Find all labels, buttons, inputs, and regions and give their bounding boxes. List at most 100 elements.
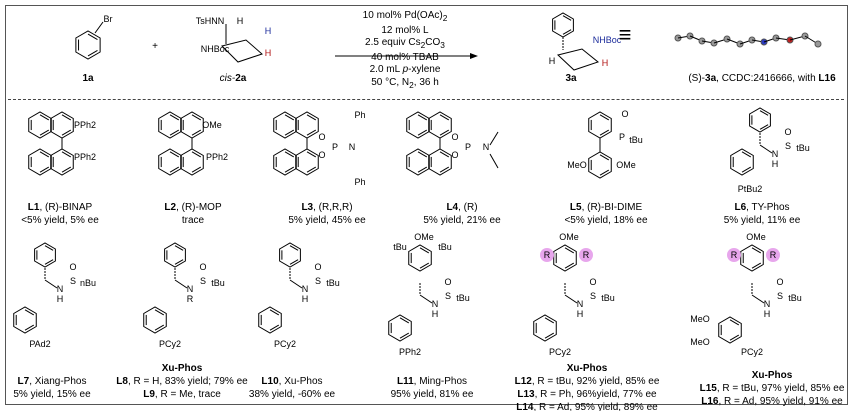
ring-double-bond bbox=[599, 154, 610, 161]
ring-double-bond bbox=[599, 169, 610, 176]
ring-double-bond bbox=[439, 114, 450, 121]
ring-double-bond bbox=[61, 166, 72, 173]
benzene-ring bbox=[588, 151, 612, 179]
substrate-2a-label: cis-2a bbox=[219, 73, 247, 84]
ring-double-bond bbox=[169, 166, 180, 173]
isopropyl-bond bbox=[489, 131, 499, 146]
naphthalene-ring bbox=[180, 148, 204, 176]
phosphine-label: PCy2 bbox=[549, 347, 571, 357]
alkyl-label: tBu bbox=[456, 293, 470, 303]
nh-label: R bbox=[187, 294, 194, 304]
crystal-structure bbox=[674, 32, 822, 48]
tbu-label: tBu bbox=[438, 242, 452, 252]
naphthalene-ring bbox=[158, 148, 182, 176]
n-label: N bbox=[577, 299, 584, 309]
ring-double-bond bbox=[306, 166, 317, 173]
ring-double-bond bbox=[61, 151, 72, 158]
phosphine-label: PCy2 bbox=[274, 339, 296, 349]
ome-label: OMe bbox=[202, 120, 222, 130]
o-label: O bbox=[314, 262, 321, 272]
alkyl-label: tBu bbox=[601, 293, 615, 303]
dimethoxyphenyl-ring bbox=[718, 316, 742, 344]
ring-double-bond bbox=[191, 114, 202, 121]
tbu-label: tBu bbox=[393, 242, 407, 252]
bond bbox=[174, 279, 188, 289]
ring-double-bond bbox=[562, 15, 572, 21]
o-label: O bbox=[318, 150, 325, 160]
o-label: O bbox=[444, 277, 451, 287]
product-3a-label: 3a bbox=[565, 73, 577, 84]
r-label: R bbox=[770, 250, 777, 260]
naphthalene-ring bbox=[158, 111, 182, 139]
benzene-ring bbox=[588, 111, 612, 139]
h-label: NHBoc bbox=[201, 44, 230, 54]
ring-double-bond bbox=[169, 151, 180, 158]
anisole-ring bbox=[740, 244, 764, 272]
ring-double-bond bbox=[174, 259, 184, 265]
p-label: P bbox=[332, 142, 338, 152]
nhboc-label: NHBoc bbox=[593, 35, 622, 45]
ring-double-bond bbox=[544, 332, 555, 339]
benzene-ring bbox=[749, 107, 771, 133]
ring-double-bond bbox=[419, 262, 430, 269]
ring-double-bond bbox=[284, 151, 295, 158]
naphthalene-ring bbox=[428, 148, 452, 176]
condition-temp: 50 °C, N2, 36 h bbox=[371, 76, 439, 90]
ring-double-bond bbox=[44, 245, 54, 251]
ring-double-bond bbox=[544, 317, 555, 324]
naphthalene-ring bbox=[28, 111, 52, 139]
r-label: R bbox=[583, 250, 590, 260]
n-label: N bbox=[764, 299, 771, 309]
meo-label: MeO bbox=[690, 314, 710, 324]
ph-label: Ph bbox=[354, 177, 365, 187]
ring-double-bond bbox=[564, 247, 575, 254]
phosphine-label: PCy2 bbox=[159, 339, 181, 349]
ring-double-bond bbox=[24, 324, 35, 331]
r-label: R bbox=[731, 250, 738, 260]
anisole-ring bbox=[553, 244, 577, 272]
phosphine-label: PCy2 bbox=[741, 347, 763, 357]
s-label: S bbox=[590, 291, 596, 301]
h-label: H bbox=[237, 16, 244, 26]
figure-frame bbox=[5, 5, 848, 405]
condition-ligand: 12 mol% L bbox=[381, 24, 429, 36]
naphthalene-ring bbox=[406, 148, 430, 176]
o-label: O bbox=[589, 277, 596, 287]
h-label: H bbox=[549, 56, 556, 66]
o-label: O bbox=[199, 262, 206, 272]
bond bbox=[289, 279, 303, 289]
alkyl-label: nBu bbox=[80, 278, 96, 288]
tshnn-label: TsHNN bbox=[196, 16, 225, 26]
bromine-label: Br bbox=[104, 14, 113, 24]
n-label: N bbox=[302, 284, 309, 294]
meo-label: MeO bbox=[690, 337, 710, 347]
pph2-label: PPh2 bbox=[74, 120, 96, 130]
cyclobutane-ring bbox=[556, 48, 600, 71]
alkyl-label: tBu bbox=[211, 278, 225, 288]
ring-double-bond bbox=[759, 124, 769, 130]
nh-label: H bbox=[432, 309, 439, 319]
naphthalene-ring bbox=[50, 111, 74, 139]
naphthalene-ring bbox=[428, 111, 452, 139]
ring-double-bond bbox=[191, 129, 202, 136]
bond bbox=[94, 21, 104, 34]
o-label: O bbox=[318, 132, 325, 142]
ring-double-bond bbox=[24, 309, 35, 316]
ring-double-bond bbox=[87, 50, 98, 57]
